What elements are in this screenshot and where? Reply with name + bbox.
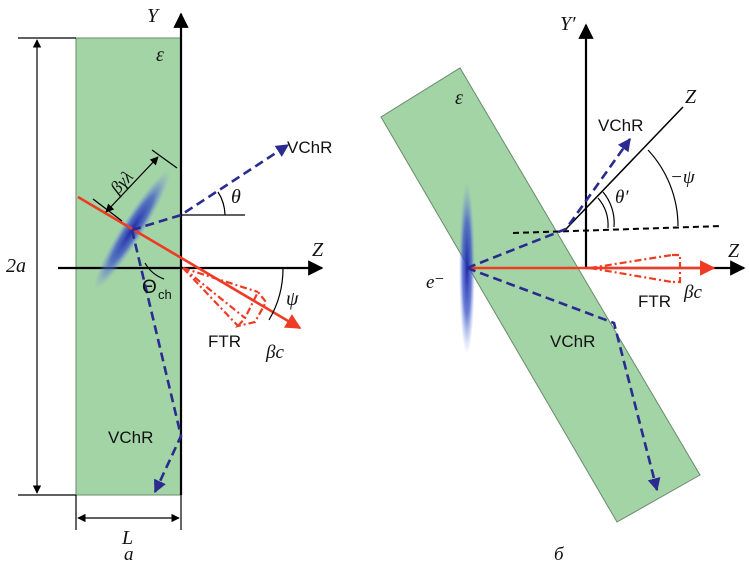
right-theta-prime-label: θ′ <box>615 187 629 208</box>
left-vchr-upper-label: VChR <box>287 138 332 157</box>
right-panel-caption: б <box>554 544 565 564</box>
left-z-axis-label: Z <box>312 239 324 261</box>
right-reference-dashed-line <box>512 225 723 234</box>
left-theta-label: θ <box>231 186 241 208</box>
left-psi-arc <box>268 267 284 321</box>
left-panel-caption: a <box>124 544 134 564</box>
left-cherenkov-angle-subscript: ch <box>158 287 172 302</box>
right-electron-label: e⁻ <box>426 272 444 293</box>
left-ftr-cone <box>182 266 268 328</box>
left-dielectric-slab <box>75 37 182 496</box>
right-minus-psi-arc <box>647 149 679 227</box>
left-width-label: L <box>121 527 133 549</box>
right-minus-psi-label: −ψ <box>670 167 696 188</box>
left-vchr-lower-ray <box>130 229 183 494</box>
left-bunch-size-ext-upper <box>151 149 178 169</box>
right-ftr-cone <box>589 253 682 284</box>
right-ftr-label: FTR <box>638 292 671 311</box>
left-velocity-label: βc <box>265 342 284 363</box>
left-theta-arc <box>217 191 226 216</box>
right-vchr-upper-label: VChR <box>598 116 643 135</box>
right-medium-label: ε <box>455 87 463 109</box>
right-panel: ε Y′ Z Z e⁻ βc FTR VChR θ′ −ψ <box>380 13 746 564</box>
right-z-axis-label: Z <box>728 240 740 262</box>
right-y-axis-label: Y′ <box>560 13 576 35</box>
left-height-label: 2a <box>6 255 26 277</box>
left-psi-label: ψ <box>286 288 299 310</box>
left-y-axis-label: Y <box>147 5 160 27</box>
left-cherenkov-angle-arc <box>144 262 165 280</box>
left-bunch-size-arrow <box>105 156 159 213</box>
right-theta-prime-arc-outer <box>602 191 615 228</box>
right-vchr-upper-ray <box>466 137 632 270</box>
right-vchr-lower-label: VChR <box>550 332 595 351</box>
left-panel: 2a L a Y Z ε βc FTR ψ VChR <box>6 5 332 564</box>
right-tilted-z-label: Z <box>685 86 697 108</box>
left-medium-label: ε <box>156 44 164 66</box>
left-ftr-label: FTR <box>208 332 241 351</box>
right-vchr-lower-ray <box>466 266 661 492</box>
left-vchr-lower-label: VChR <box>108 428 153 447</box>
right-theta-prime-arc-inner <box>597 197 609 229</box>
left-beam-trajectory <box>77 195 302 330</box>
right-tilted-z-axis <box>565 106 684 230</box>
left-vchr-upper-ray <box>131 143 290 232</box>
right-velocity-label: βc <box>683 282 702 303</box>
left-cherenkov-angle-label: Θ <box>142 277 157 298</box>
